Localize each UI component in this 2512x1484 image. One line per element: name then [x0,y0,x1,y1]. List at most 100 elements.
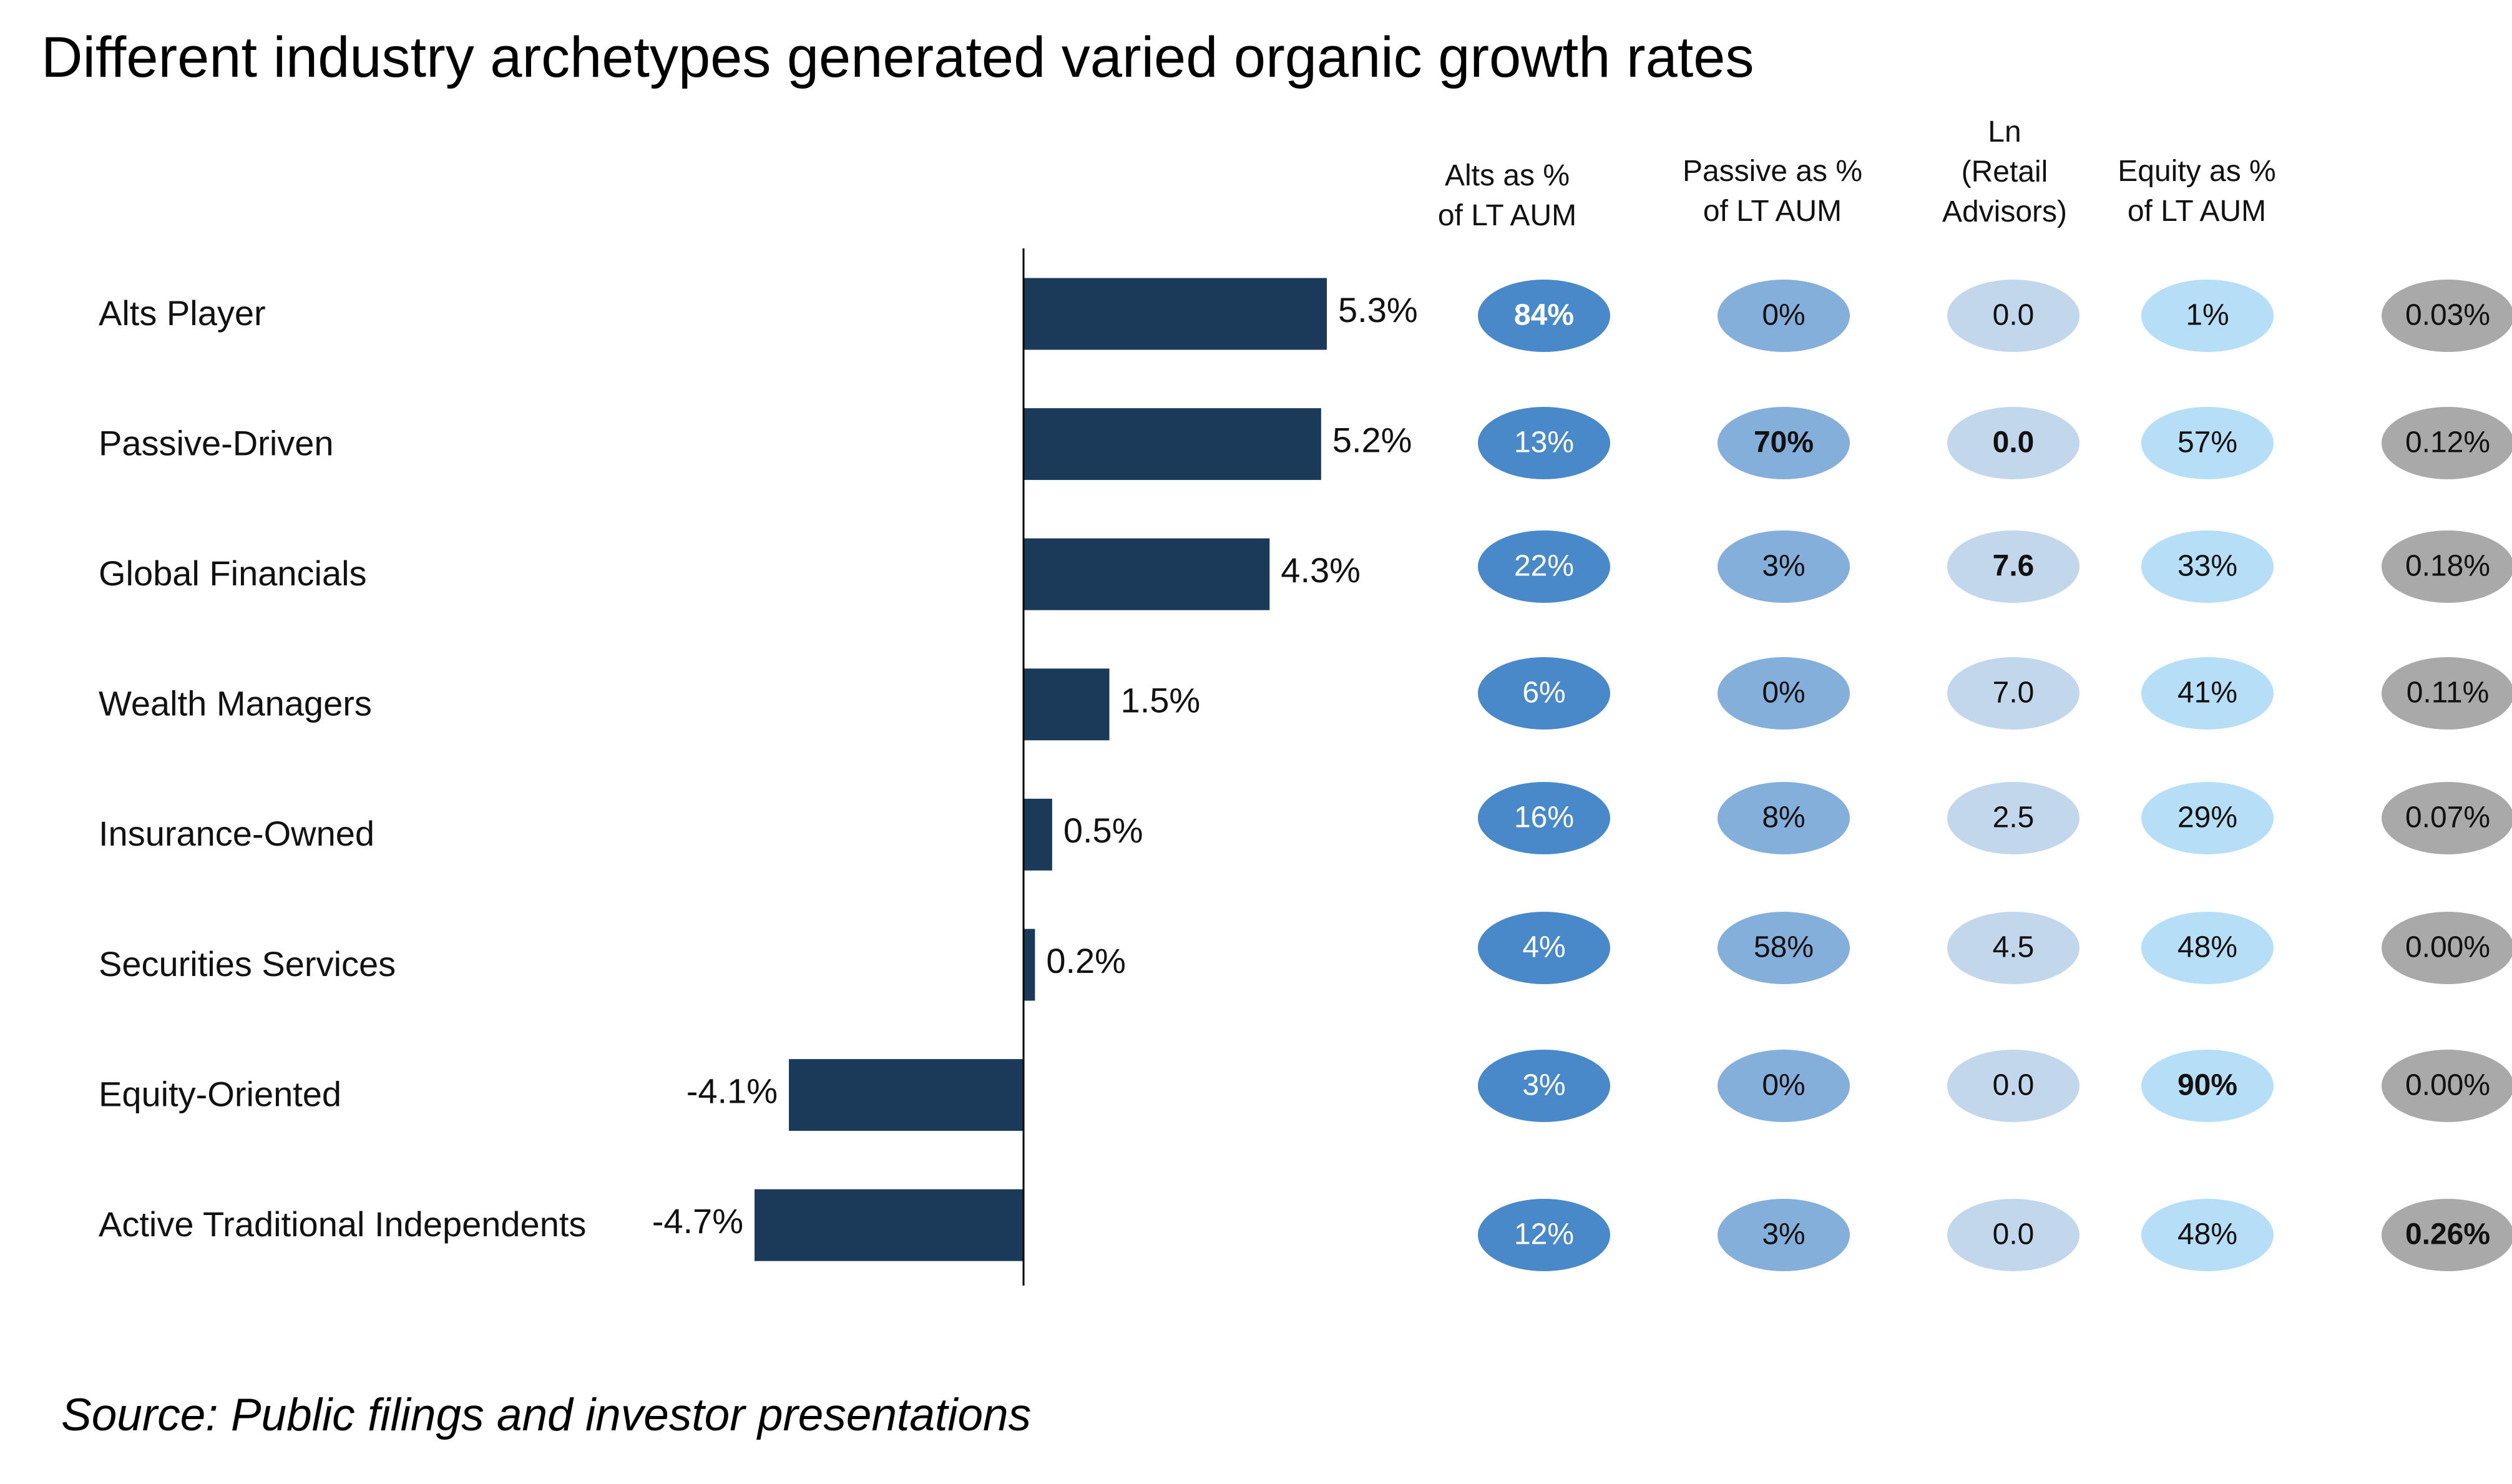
fees-bubble [2382,912,2512,984]
bar [755,1189,1024,1261]
bars: 5.3%5.2%4.3%1.5%0.5%0.2%-4.1%-4.7% [652,248,1418,1286]
header-equity-line-1: Equity as % [2118,155,2276,188]
metrics-table: 84%13%22%6%16%4%3%12%0%70%3%0%8%58%0%3%0… [1478,280,2512,1271]
category-label: Equity-Oriented [99,1074,341,1113]
equity-value: 33% [2177,550,2237,583]
equity-bubble [2141,657,2274,730]
passive-value: 0% [1762,676,1805,710]
alts-value: 22% [1514,550,1574,583]
category-label: Alts Player [99,293,266,333]
category-label: Active Traditional Independents [99,1204,586,1244]
data-label: 5.2% [1332,420,1412,459]
retail-value: 7.0 [1993,676,2035,710]
fees-bubble [2382,407,2512,479]
passive-bubble [1718,657,1850,730]
bar [1024,278,1327,350]
header-alts-line-2: of LT AUM [1437,199,1577,232]
fees-value: 0.07% [2405,801,2490,834]
passive-bubble [1718,1050,1850,1122]
category-label: Securities Services [99,944,396,984]
header-passive-line-1: Passive as % [1682,155,1863,188]
passive-value: 0% [1762,299,1805,332]
fees-bubble [2382,1050,2512,1122]
header-equity-line-2: of LT AUM [2127,195,2267,228]
retail-value: 0.0 [1993,1218,2035,1251]
fees-bubble [2382,1199,2512,1271]
data-label: 0.2% [1046,941,1126,980]
alts-value: 3% [1522,1069,1565,1102]
bar [1024,668,1110,741]
bar [1024,798,1052,871]
fees-value: 0.18% [2405,550,2490,583]
alts-value: 13% [1514,426,1574,459]
fees-value: 0.00% [2405,931,2490,964]
header-alts: Alts as % of LT AUM [1395,156,1620,236]
fees-bubble [2382,657,2512,730]
alts-value: 16% [1514,801,1574,834]
equity-bubble [2141,530,2274,603]
equity-bubble [2141,407,2274,479]
equity-value: 41% [2177,676,2237,710]
equity-value: 1% [2186,299,2229,332]
alts-value: 6% [1522,676,1565,710]
category-label: Wealth Managers [99,684,372,723]
passive-value: 3% [1762,550,1805,583]
retail-bubble [1947,530,2079,603]
data-label: 4.3% [1281,550,1361,590]
passive-value: 70% [1754,426,1814,459]
data-label: 5.3% [1338,290,1418,330]
chart-title: Different industry archetypes generated … [41,26,1754,89]
bar [1024,408,1321,481]
retail-bubble [1947,657,2079,730]
equity-value: 57% [2177,426,2237,459]
passive-value: 58% [1754,931,1814,964]
alts-bubble [1478,1050,1610,1122]
alts-bubble [1478,657,1610,730]
equity-value: 48% [2177,1218,2237,1251]
passive-bubble [1718,280,1850,352]
passive-value: 3% [1762,1218,1805,1251]
equity-value: 48% [2177,931,2237,964]
passive-bubble [1718,1199,1850,1271]
retail-value: 2.5 [1993,801,2035,834]
header-passive-line-2: of LT AUM [1703,195,1842,228]
equity-bubble [2141,280,2274,352]
fees-value: 0.00% [2405,1069,2490,1102]
equity-bubble [2141,782,2274,854]
fees-value: 0.26% [2405,1218,2490,1251]
fees-value: 0.03% [2405,299,2490,332]
header-retail: Ln (Retail Advisors) [1892,112,2117,232]
retail-value: 0.0 [1993,426,2035,459]
equity-bubble [2141,1199,2274,1271]
alts-bubble [1478,912,1610,984]
fees-bubble [2382,782,2512,854]
header-retail-line-3: Advisors) [1942,195,2068,228]
bar [1024,538,1270,610]
data-label: -4.1% [687,1071,778,1110]
fees-bubble [2382,530,2512,603]
category-label: Insurance-Owned [99,814,374,853]
alts-value: 84% [1514,299,1574,332]
alts-value: 4% [1522,931,1565,964]
fees-bubble [2382,280,2512,352]
retail-bubble [1947,782,2079,854]
retail-bubble [1947,1050,2079,1122]
header-passive: Passive as % of LT AUM [1660,152,1885,232]
alts-bubble [1478,1199,1610,1271]
alts-bubble [1478,530,1610,603]
bar [1024,929,1035,1001]
retail-value: 7.6 [1993,550,2035,583]
retail-value: 0.0 [1993,1069,2035,1102]
header-retail-line-2: (Retail [1961,155,2048,188]
alts-value: 12% [1514,1218,1574,1251]
alts-bubble [1478,782,1610,854]
equity-bubble [2141,1050,2274,1122]
retail-bubble [1947,407,2079,479]
header-alts-line-1: Alts as % [1444,159,1570,192]
equity-value: 29% [2177,801,2237,834]
retail-bubble [1947,912,2079,984]
category-label: Global Financials [99,554,367,593]
alts-bubble [1478,280,1610,352]
header-equity: Equity as % of LT AUM [2084,152,2309,232]
